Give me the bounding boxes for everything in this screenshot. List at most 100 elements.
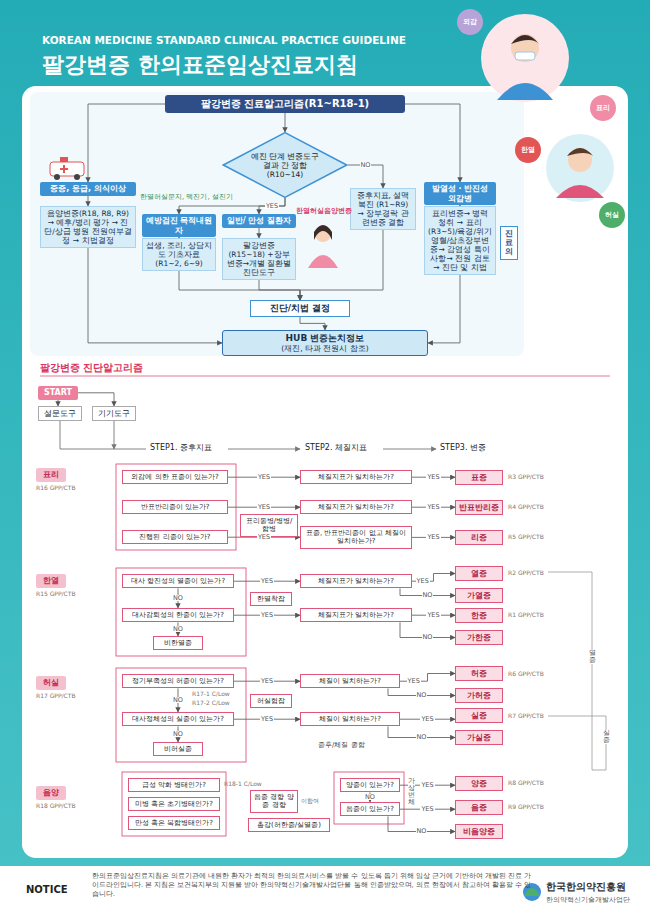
connector — [300, 317, 325, 330]
node-text: 섭생, 조리, 상담지도 기초자료(R1~2, 6~9) — [146, 241, 212, 268]
label-text: 한국한의약진흥원 — [546, 881, 626, 893]
connector — [78, 393, 114, 406]
result-box: 가열증 — [455, 588, 503, 603]
result-box: 열증 — [455, 566, 503, 581]
title-band: 팔강변증 진료알고리즘(R1~R18-1) — [165, 95, 405, 113]
decision-box: 진단/치법 결정 — [250, 300, 350, 317]
node-text: 체질지표가 일치하는가? — [304, 503, 408, 511]
label-text: R18 GPP/CTB — [36, 802, 76, 809]
node-text: 한증 — [459, 611, 499, 620]
question-box: 미병 혹은 초기병태인가? — [128, 797, 220, 811]
layout-shape — [515, 137, 541, 163]
node-text: 설문도구 — [42, 409, 78, 418]
node-text: 정기부족성의 허증이 있는가? — [126, 677, 230, 685]
layout-shape — [228, 449, 300, 450]
label-text: R17-2 C/Low — [192, 699, 230, 706]
question-box: 체질이 일치하는가? — [300, 712, 400, 726]
label-text: R17-1 C/Low — [192, 690, 230, 697]
layout-shape — [116, 464, 236, 550]
question-box: 만성 혹은 복합병태인가? — [128, 816, 220, 830]
process-box: 허실협잡 — [250, 694, 292, 708]
node-text: 음양 — [39, 788, 63, 798]
hub-box: HUB 변증논치정보(재진, 타과 전원시 참조) — [222, 330, 428, 356]
edge-label: YES — [426, 612, 440, 619]
node-text: 실증 — [459, 711, 499, 720]
question-box: 체질지표가 일치하는가? — [300, 500, 412, 514]
node-text: 가실증 — [459, 733, 499, 742]
edge-label: NO — [172, 595, 184, 602]
node-text: 비허실증 — [157, 745, 199, 753]
layout-shape — [122, 772, 226, 836]
node-text: 예방검진 목적내원자 — [145, 216, 213, 235]
node-text: 가열증 — [459, 591, 499, 600]
process-box: 비허실증 — [153, 742, 203, 756]
question-box: 체질지표가 일치하는가? — [300, 608, 412, 622]
edge-label: YES — [257, 504, 271, 511]
label-text: R8 GPP/CTB — [508, 779, 544, 786]
result-box: 양증 — [455, 776, 503, 791]
label-text: R5 GPP/CTB — [508, 533, 544, 540]
label-text: 한의약혁신기술개발사업단 — [546, 897, 630, 905]
node-text: 가허증 — [459, 691, 499, 700]
layout-shape — [457, 9, 483, 35]
layout-shape — [556, 185, 604, 198]
question-box: 대사감퇴성의 한증이 있는가? — [122, 608, 234, 622]
node-text: 가한증 — [459, 633, 499, 642]
edge-label: NO — [416, 734, 428, 741]
result-box: 가허증 — [455, 688, 503, 703]
connector — [348, 165, 383, 188]
question-box: 반표반리증이 있는가? — [122, 500, 228, 514]
info-box: 표리변증→ 병력청취 → 표리(R3~5)/육경/위기 영혈/삼초장부변증→ 감… — [424, 206, 496, 275]
node-text: 진행된 리증이 있는가? — [126, 533, 224, 541]
connector — [88, 104, 165, 182]
question-box: 체질지표가 일치하는가? — [300, 574, 412, 588]
node-text: 예진 단계 변증도구 결과 간 정합(R10~14) — [248, 152, 322, 179]
layout-shape — [54, 174, 60, 180]
edge-label: YES — [407, 678, 421, 685]
edge-label: YES — [420, 716, 434, 723]
question-box: 양증이 있는가? — [340, 778, 400, 792]
layout-shape — [497, 83, 553, 100]
label-text: R9 GPP/CTB — [508, 803, 544, 810]
header-box: 일반/ 만성 질환자 — [222, 214, 296, 228]
node-text: 비음양증 — [459, 827, 499, 836]
node-text: 체질이 일치하는가? — [304, 677, 396, 685]
question-box: 급성 악화 병태인가? — [128, 778, 220, 792]
question-box: 표증, 반표반리증이 없고 체질이 일치하는가? — [300, 526, 412, 549]
question-box: 음증이 있는가? — [340, 802, 400, 816]
node-text: 대사정체성의 실증이 있는가? — [126, 715, 230, 723]
info-box: 음양변증(R18, R8, R9) → 예후/병리 평가 → 진단/상급 병원 … — [40, 206, 136, 248]
edge-label: NO — [422, 634, 434, 641]
node-text: 기기도구 — [96, 409, 132, 418]
label-text: 허실 — [599, 210, 625, 220]
node-text: 미병 혹은 초기병태인가? — [132, 800, 216, 808]
question-box: 체질지표가 일치하는가? — [300, 470, 412, 484]
layout-shape — [315, 226, 331, 242]
process-box: 한열착잡 — [250, 592, 292, 606]
label-text: R16 GPP/CTB — [36, 484, 76, 491]
start-tag: START — [38, 386, 78, 400]
edge-label: YES — [420, 782, 434, 789]
layout-shape — [314, 225, 332, 240]
question-box: 체질이 일치하는가? — [300, 674, 400, 688]
question-box: 정기부족성의 허증이 있는가? — [122, 674, 234, 688]
question-box: 대사정체성의 실증이 있는가? — [122, 712, 234, 726]
result-box: 비음양증 — [455, 824, 503, 839]
info-box: 섭생, 조리, 상담지도 기초자료(R1~2, 6~9) — [142, 238, 216, 271]
label-text: 한의표준임상진료지침은 의료기관에 내원한 환자가 최적의 한의의료서비스를 받… — [92, 872, 532, 898]
process-box: 음증 경향 양증 경향 — [250, 790, 298, 813]
tool-box: 설문도구 — [38, 406, 82, 421]
label-text: 팔강변증 진단알고리즘 — [40, 362, 143, 374]
node-text: START — [41, 388, 75, 398]
connector — [259, 198, 285, 214]
node-text: 체질지표가 일치하는가? — [304, 473, 408, 481]
header-box: 발열성 · 반진성 외감병 — [424, 182, 496, 205]
connector — [259, 228, 260, 238]
result-box: 실증 — [455, 708, 503, 723]
edge-label: NO — [172, 697, 184, 704]
result-box: 음증 — [455, 800, 503, 815]
node-text: 한열 — [39, 576, 63, 586]
node-text: 외감에 의한 표증이 있는가? — [126, 473, 224, 481]
